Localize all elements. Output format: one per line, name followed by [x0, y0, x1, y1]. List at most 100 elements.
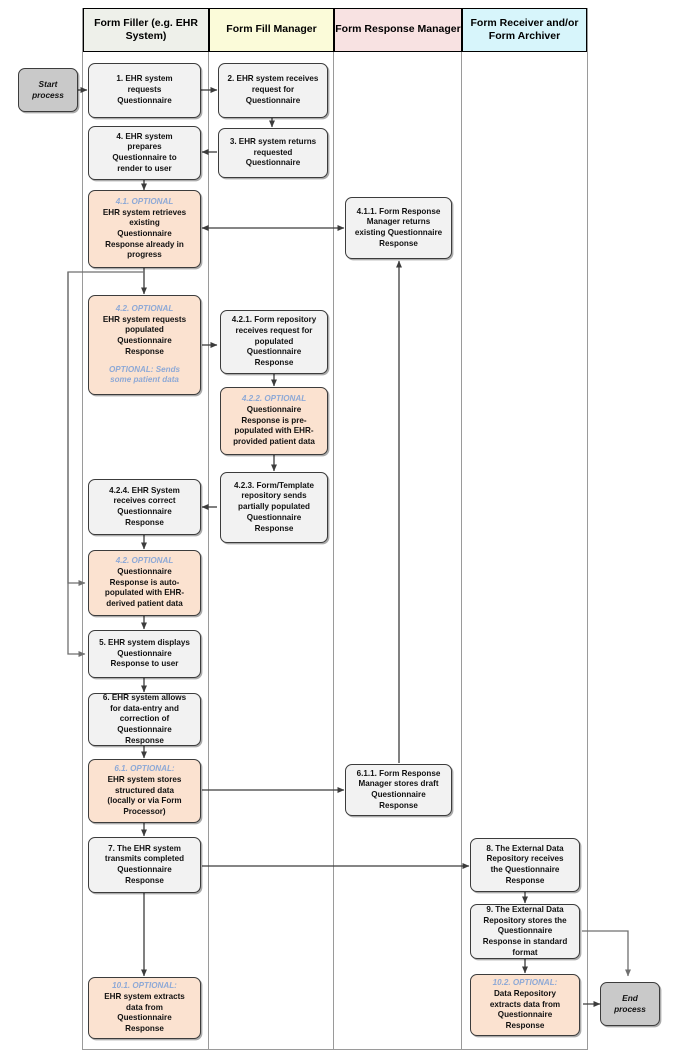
node-6-1-line-2: (locally or via Form — [107, 796, 182, 806]
node-6-1-line-1: structured data — [115, 785, 174, 795]
node-6-1-optional-label: 6.1. OPTIONAL: — [114, 764, 175, 774]
node-9-line-0: 9. The External Data — [486, 904, 564, 914]
node-1-line-1: requests — [127, 85, 162, 95]
node-9-line-4: format — [512, 947, 538, 957]
node-6-line-3: Questionnaire — [117, 724, 172, 734]
process-node-2: 2. EHR system receives request for Quest… — [218, 63, 328, 118]
node-4-1-line-3: Response already in — [105, 239, 184, 249]
node-10-1-line-2: Questionnaire — [117, 1013, 172, 1023]
node-1-line-0: 1. EHR system — [116, 74, 173, 84]
node-2-line-1: request for — [251, 85, 295, 95]
node-4-2-3-line-4: Response — [254, 523, 294, 533]
node-2-line-2: Questionnaire — [245, 95, 301, 105]
process-node-4: 4. EHR system prepares Questionnaire to … — [88, 126, 201, 180]
lane-header-form-filler-line1: Form Filler — [94, 16, 149, 29]
lane-header-form-receiver: Form Receiver and/or Form Archiver — [462, 8, 587, 52]
node-4-2b-line-0: Questionnaire — [117, 566, 172, 576]
node-4-1-line-1: existing — [129, 218, 160, 228]
lane-header-form-filler-line2: (e.g. EHR System) — [125, 16, 198, 42]
node-4-2-1-line-4: Response — [254, 358, 294, 367]
node-6-line-4: Response — [125, 735, 164, 745]
node-8-line-0: 8. The External Data — [486, 843, 564, 853]
node-5-line-2: Response to user — [110, 659, 179, 669]
process-node-4-2-1: 4.2.1. Form repository receives request … — [220, 310, 328, 374]
node-4-2-2-line-1: Response is pre- — [241, 415, 307, 425]
node-8-line-2: the Questionnaire — [490, 865, 560, 874]
lane-header-form-receiver-line1: Form Receiver — [470, 16, 544, 29]
process-node-3: 3. EHR system returns requested Question… — [218, 128, 328, 178]
node-4-2-optional-label: 4.2. OPTIONAL — [115, 304, 174, 314]
start-label-line2: process — [32, 90, 64, 100]
node-4-1-1-line-2: existing Questionnaire — [354, 228, 443, 237]
process-node-6-1-1: 6.1.1. Form Response Manager stores draf… — [345, 764, 452, 816]
node-4-1-optional-label: 4.1. OPTIONAL — [115, 196, 174, 206]
lane-divider-3 — [461, 52, 462, 1050]
lane-header-form-fill-manager: Form Fill Manager — [209, 8, 334, 52]
node-8-line-3: Response — [505, 875, 545, 885]
lane-header-form-fill-manager-label: Form Fill Manager — [226, 23, 317, 36]
node-4-2-1-line-2: populated — [254, 336, 294, 346]
end-label-line2: process — [614, 1004, 646, 1014]
node-4-2-sub-line-0: OPTIONAL: Sends — [108, 364, 181, 374]
node-4-2-line-3: Response — [125, 346, 164, 356]
lane-header-form-response-manager-line1: Form Response — [335, 23, 415, 36]
node-6-1-1-line-0: 6.1.1. Form Response — [356, 768, 441, 778]
process-node-4-2-4: 4.2.4. EHR System receives correct Quest… — [88, 479, 201, 535]
node-7-line-3: Response — [125, 875, 164, 885]
process-node-4-2b-optional: 4.2. OPTIONAL Questionnaire Response is … — [88, 550, 201, 616]
node-4-2-2-line-0: Questionnaire — [246, 404, 302, 414]
end-label-line1: End — [622, 993, 638, 1004]
node-3-line-0: 3. EHR system returns — [229, 136, 317, 146]
node-4-2-2-optional-label: 4.2.2. OPTIONAL — [241, 394, 307, 404]
node-4-2b-line-3: derived patient data — [106, 599, 183, 608]
lane-divider-2 — [333, 52, 334, 1050]
end-terminator: End process — [600, 982, 660, 1026]
node-4-2-4-line-0: 4.2.4. EHR System — [109, 485, 180, 495]
process-node-6: 6. EHR system allows for data-entry and … — [88, 693, 201, 746]
start-label-line1: Start — [38, 79, 58, 90]
node-9-line-2: Questionnaire — [497, 926, 553, 936]
node-4-2-1-line-3: Questionnaire — [246, 347, 302, 357]
node-3-line-1: requested — [253, 147, 293, 157]
process-node-4-2-3: 4.2.3. Form/Template repository sends pa… — [220, 472, 328, 543]
node-6-line-2: correction of — [119, 714, 170, 724]
node-10-2-line-2: Questionnaire — [497, 1010, 553, 1020]
lane-header-form-response-manager-line2: Manager — [417, 23, 461, 36]
process-node-6-1-optional: 6.1. OPTIONAL: EHR system stores structu… — [88, 759, 201, 823]
flow-9-to-end-routed — [582, 930, 631, 977]
node-3-line-2: Questionnaire — [245, 158, 301, 168]
node-10-2-line-0: Data Repository — [493, 988, 557, 998]
process-node-1: 1. EHR system requests Questionnaire — [88, 63, 201, 118]
process-node-10-2-optional: 10.2. OPTIONAL: Data Repository extracts… — [470, 974, 580, 1036]
node-7-line-2: Questionnaire — [117, 865, 172, 874]
process-node-4-1-optional: 4.1. OPTIONAL EHR system retrieves exist… — [88, 190, 201, 268]
node-4-2-3-line-1: repository sends — [241, 491, 307, 501]
process-node-4-2-2-optional: 4.2.2. OPTIONAL Questionnaire Response i… — [220, 387, 328, 455]
node-4-2-line-1: populated — [125, 325, 164, 335]
node-4-line-2: Questionnaire to — [112, 153, 177, 162]
node-9-line-1: Repository stores the — [483, 915, 567, 925]
node-7-line-0: 7. The EHR system — [108, 843, 181, 853]
node-10-1-line-1: data from — [126, 1002, 163, 1012]
process-node-9: 9. The External Data Repository stores t… — [470, 904, 580, 959]
node-4-1-line-0: EHR system retrieves — [102, 207, 187, 217]
lane-header-form-response-manager: Form Response Manager — [334, 8, 462, 52]
node-4-2-3-line-3: Questionnaire — [246, 512, 302, 522]
node-4-line-0: 4. EHR system — [116, 131, 173, 141]
node-10-1-line-3: Response — [125, 1024, 164, 1033]
node-1-line-2: Questionnaire — [117, 95, 172, 105]
node-6-1-1-line-2: Questionnaire — [371, 790, 426, 799]
start-terminator: Start process — [18, 68, 78, 112]
node-4-2-2-line-2: populated with EHR- — [234, 426, 314, 436]
node-10-1-optional-label: 10.1. OPTIONAL: — [112, 981, 177, 991]
node-6-1-1-line-1: Manager stores draft — [358, 779, 439, 789]
node-10-2-optional-label: 10.2. OPTIONAL: — [492, 978, 558, 988]
node-4-2-4-line-1: receives correct — [113, 496, 176, 506]
node-6-1-line-3: Processor) — [123, 807, 166, 816]
process-node-10-1-optional: 10.1. OPTIONAL: EHR system extracts data… — [88, 977, 201, 1039]
process-node-5: 5. EHR system displays Questionnaire Res… — [88, 630, 201, 678]
lane-divider-1 — [208, 52, 209, 1050]
node-10-2-line-1: extracts data from — [489, 999, 561, 1009]
node-4-1-1-line-0: 4.1.1. Form Response — [356, 206, 441, 216]
